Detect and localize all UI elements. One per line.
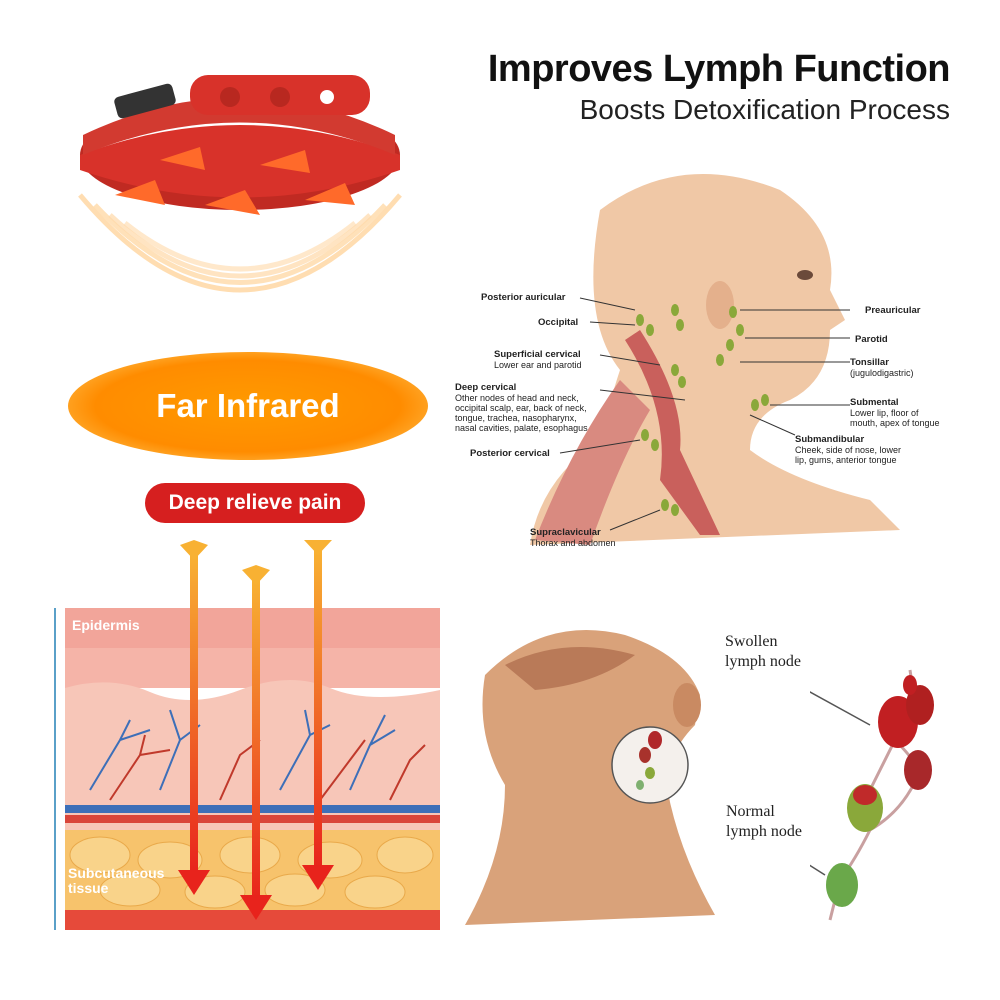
epidermis-label: Epidermis [72,617,140,633]
label-occipital: Occipital [538,317,579,328]
page-title: Improves Lymph Function [487,48,951,90]
label-parotid: Parotid [855,334,888,345]
page-subtitle: Boosts Detoxification Process [579,94,950,125]
label-posterior-cervical: Posterior cervical [470,448,550,459]
bracelet-illustration [78,75,402,293]
subcutaneous-label-line2: tissue [68,880,109,896]
swollen-lymph-node-icon [847,675,934,832]
infrared-arrows-icon [178,540,334,920]
heat-waves-icon [78,193,402,293]
lymph-node-inset-icon [636,731,662,790]
node-magnifier-icon [611,726,689,804]
far-infrared-badge: Far Infrared [68,352,428,460]
label-posterior-auricular: Posterior auricular [481,292,566,303]
normal-lymph-node-icon [826,863,858,907]
neck-illustration [465,630,715,925]
label-tonsillar: Tonsillar(jugulodigastric) [850,357,914,379]
far-infrared-label: Far Infrared [156,387,340,424]
deep-relieve-badge: Deep relieve pain [145,483,365,523]
skin-cross-section [54,540,440,930]
lymph-node-chain-illustration [810,669,934,921]
subcutaneous-label-line1: Subcutaneous [68,865,165,881]
head-lymph-illustration [530,174,900,545]
label-preauricular: Preauricular [865,305,921,316]
